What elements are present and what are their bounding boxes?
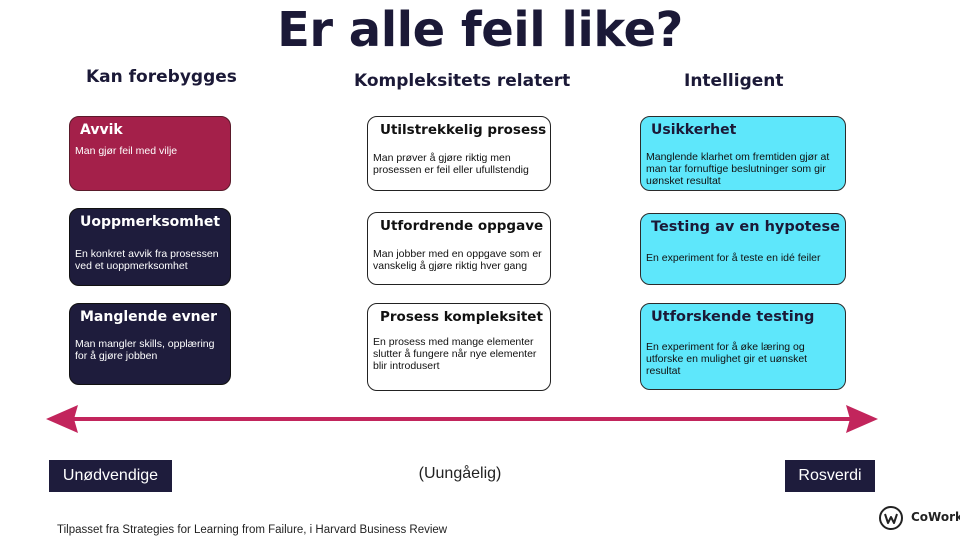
card-title: Utilstrekkelig prosess [380, 122, 547, 138]
card-hypothesis-testing: Testing av en hypotese En experiment for… [640, 213, 846, 285]
label-praiseworthy: Rosverdi [785, 460, 875, 492]
arrow-head-left [46, 405, 78, 433]
card-exploratory-testing: Utforskende testing En experiment for å … [640, 303, 846, 390]
card-title: Testing av en hypotese [651, 219, 840, 235]
card-inattention: Uoppmerksomhet En konkret avvik fra pros… [69, 208, 231, 286]
card-title: Utfordrende oppgave [380, 218, 544, 234]
logo-text: CoWork [911, 510, 960, 524]
card-description: Man mangler skills, opplæring for å gjør… [75, 338, 215, 362]
card-process-inadequacy: Utilstrekkelig prosess Man prøver å gjør… [367, 116, 551, 191]
page-title: Er alle feil like? [277, 2, 683, 58]
column-heading-intelligent: Intelligent [684, 71, 784, 91]
card-title: Uoppmerksomhet [80, 214, 221, 230]
card-description: En konkret avvik fra prosessen ved et uo… [75, 248, 219, 272]
card-description: En prosess med mange elementer slutter å… [373, 336, 537, 372]
card-title: Manglende evner [80, 309, 218, 325]
card-description: Manglende klarhet om fremtiden gjør at m… [646, 151, 830, 187]
card-description: Man gjør feil med vilje [75, 145, 178, 157]
label-unnecessary: Unødvendige [49, 460, 172, 492]
card-title: Usikkerhet [651, 122, 737, 138]
arrow-head-right [846, 405, 878, 433]
card-description: Man prøver å gjøre riktig men prosessen … [373, 152, 529, 176]
cowork-logo-icon [879, 506, 903, 530]
card-challenging-task: Utfordrende oppgave Man jobber med en op… [367, 212, 551, 285]
card-process-complexity: Prosess kompleksitet En prosess med mang… [367, 303, 551, 391]
label-unavoidable: (Uungåelig) [418, 465, 502, 482]
spectrum-arrow [46, 405, 878, 433]
card-title: Prosess kompleksitet [380, 309, 543, 325]
column-heading-preventable: Kan forebygges [86, 67, 237, 87]
card-title: Utforskende testing [651, 309, 815, 325]
column-heading-complexity: Kompleksitets relatert [354, 71, 571, 91]
card-description: Man jobber med en oppgave som er vanskel… [373, 248, 542, 272]
card-deviance: Avvik Man gjør feil med vilje [69, 116, 231, 191]
card-uncertainty: Usikkerhet Manglende klarhet om fremtide… [640, 116, 846, 191]
source-citation: Tilpasset fra Strategies for Learning fr… [57, 524, 448, 536]
card-title: Avvik [80, 122, 123, 138]
card-description: En experiment for å teste en idé feiler [646, 252, 821, 264]
card-lack-of-ability: Manglende evner Man mangler skills, oppl… [69, 303, 231, 385]
card-description: En experiment for å øke læring og utfors… [646, 341, 808, 377]
